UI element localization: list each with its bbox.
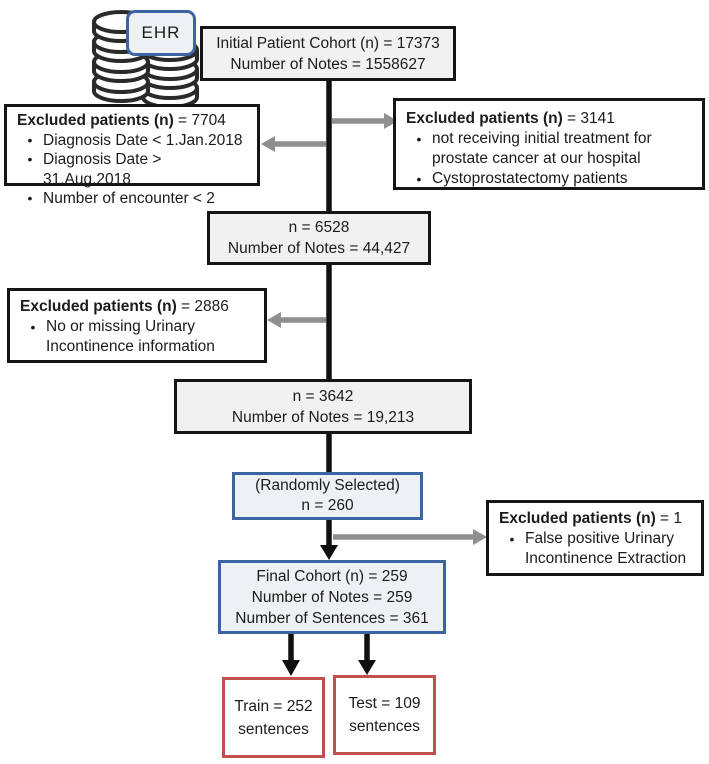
bullet-icon: • bbox=[30, 319, 36, 335]
box-excluded-3141: Excluded patients (n) = 3141 • not recei… bbox=[393, 98, 705, 190]
excluded-2886-bullet-1: • No or missing Urinary Incontinence inf… bbox=[20, 317, 256, 357]
ehr-label-text: EHR bbox=[141, 23, 181, 42]
box-train: Train = 252 sentences bbox=[222, 677, 325, 758]
final-cohort-line1: Final Cohort (n) = 259 bbox=[256, 567, 408, 585]
main-flow-lines bbox=[288, 79, 370, 661]
initial-cohort-line2: Number of Notes = 1558627 bbox=[230, 55, 426, 73]
excluded-7704-bullet-1: • Diagnosis Date < 1.Jan.2018 bbox=[17, 131, 249, 151]
cohort-3642-line1: n = 3642 bbox=[292, 387, 354, 405]
bullet-icon: • bbox=[27, 151, 33, 167]
black-arrowheads bbox=[282, 545, 376, 676]
bullet-icon: • bbox=[27, 190, 33, 206]
bullet-icon: • bbox=[416, 171, 422, 187]
test-text: Test = 109 sentences bbox=[348, 695, 421, 735]
box-excluded-2886: Excluded patients (n) = 2886 • No or mis… bbox=[7, 288, 267, 363]
initial-cohort-line1: Initial Patient Cohort (n) = 17373 bbox=[216, 34, 440, 52]
excluded-7704-bullet-2: • Diagnosis Date > 31.Aug.2018 bbox=[17, 150, 249, 189]
box-cohort-6528: n = 6528 Number of Notes = 44,427 bbox=[207, 211, 431, 265]
box-randomly-selected: (Randomly Selected) n = 260 bbox=[232, 472, 423, 520]
excluded-3141-bullet-1: • not receiving initial treatment for pr… bbox=[406, 129, 694, 169]
box-excluded-1: Excluded patients (n) = 1 • False positi… bbox=[486, 500, 704, 576]
box-cohort-3642: n = 3642 Number of Notes = 19,213 bbox=[174, 379, 472, 434]
arrowhead-train bbox=[282, 660, 300, 676]
final-cohort-line2: Number of Notes = 259 bbox=[251, 588, 413, 606]
randomly-selected-line2: n = 260 bbox=[301, 497, 354, 514]
cohort-6528-line1: n = 6528 bbox=[288, 219, 350, 236]
excluded-2886-title: Excluded patients (n) = 2886 bbox=[20, 298, 229, 315]
excluded-3141-bullet-2: • Cystoprostatectomy patients bbox=[406, 169, 694, 189]
excluded-7704-bullet-3: • Number of encounter < 2 bbox=[17, 189, 249, 209]
bullet-icon: • bbox=[27, 131, 33, 148]
cohort-6528-line2: Number of Notes = 44,427 bbox=[227, 240, 411, 257]
bullet-icon: • bbox=[416, 131, 422, 147]
randomly-selected-line1: (Randomly Selected) bbox=[255, 477, 400, 494]
final-cohort-line3: Number of Sentences = 361 bbox=[235, 609, 429, 627]
arrowhead-final bbox=[320, 545, 338, 560]
ehr-label: EHR bbox=[126, 10, 196, 56]
box-final-cohort: Final Cohort (n) = 259 Number of Notes =… bbox=[218, 560, 446, 634]
arrowhead-test bbox=[358, 660, 376, 675]
excluded-1-bullet-1: • False positive Urinary Incontinence Ex… bbox=[499, 529, 693, 569]
excluded-3141-title: Excluded patients (n) = 3141 bbox=[406, 110, 615, 127]
train-text: Train = 252 sentences bbox=[234, 697, 313, 738]
cohort-3642-line2: Number of Notes = 19,213 bbox=[231, 408, 415, 426]
excluded-7704-title: Excluded patients (n) = 7704 bbox=[17, 112, 226, 129]
excluded-1-title: Excluded patients (n) = 1 bbox=[499, 510, 683, 527]
exclusion-arrows bbox=[261, 113, 487, 545]
box-test: Test = 109 sentences bbox=[333, 675, 436, 755]
box-initial-cohort: Initial Patient Cohort (n) = 17373 Numbe… bbox=[200, 26, 456, 81]
bullet-icon: • bbox=[509, 531, 515, 547]
box-excluded-7704: Excluded patients (n) = 7704 • Diagnosis… bbox=[4, 104, 260, 207]
